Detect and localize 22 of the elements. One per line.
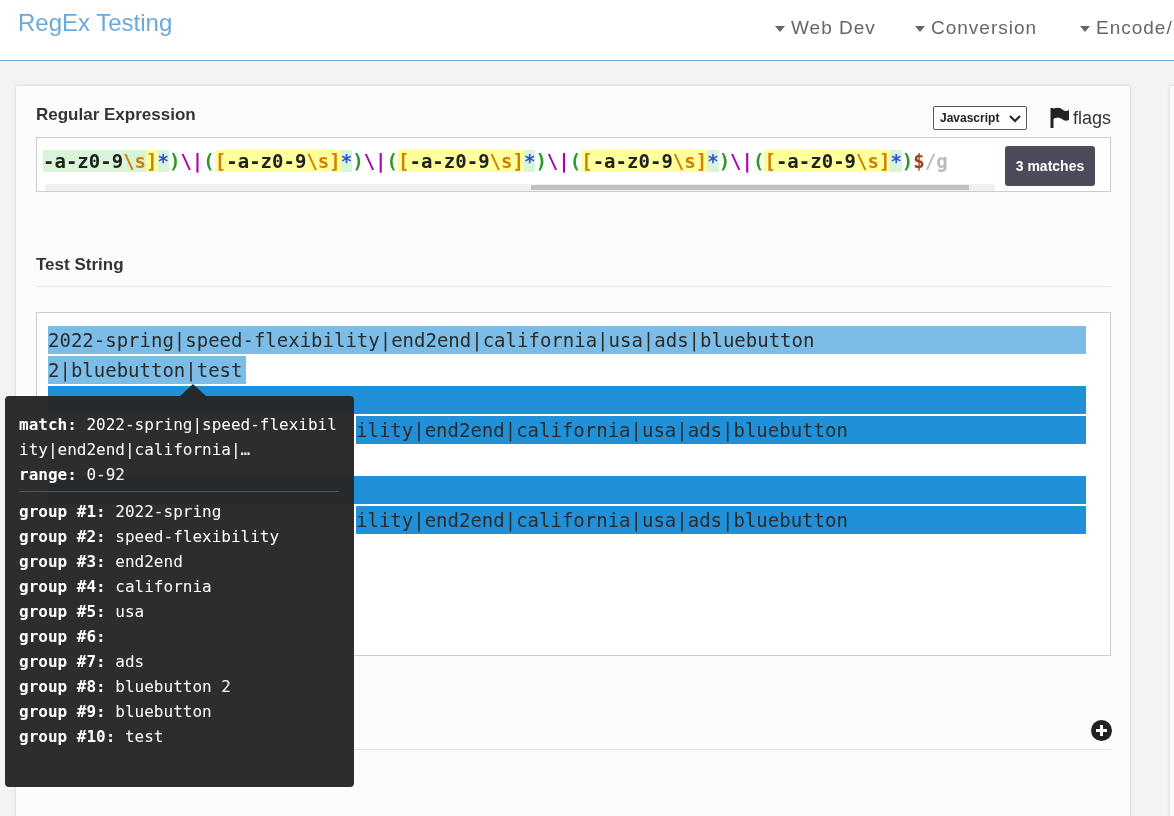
match-count-button: 3 matches — [1005, 146, 1095, 186]
tooltip-text: match: 2022-spring|speed-flexibility|end2end|california|… — [19, 414, 338, 461]
tooltip-text: group #4: california — [19, 576, 213, 598]
language-select: Javascript — [933, 106, 1027, 130]
page-title: RegEx Testing — [18, 9, 173, 37]
tooltip-text: group #1: 2022-spring — [19, 501, 223, 523]
tooltip-text: group #9: bluebutton — [19, 701, 213, 723]
nav-menu-link: Encode/ — [1080, 17, 1173, 39]
nav-menu-link: Web Dev — [775, 17, 876, 39]
tooltip-text: group #5: usa — [19, 601, 146, 623]
regex-pattern: -a-z0-9\s]*)\|([-a-z0-9\s]*)\|([-a-z0-9\s]*)\|([-a-z0-9\s]*)\|([-a-z0-9\s]*)$/g — [43, 149, 949, 174]
section-heading: Test String — [36, 255, 124, 275]
section-heading: Regular Expression — [36, 105, 196, 125]
tooltip-text: group #8: bluebutton 2 — [19, 676, 232, 698]
tooltip-text: group #10: test — [19, 726, 165, 748]
tooltip-text: group #3: end2end — [19, 551, 184, 573]
tooltip-text: range: 0-92 — [19, 464, 126, 486]
tooltip-text: group #6: — [19, 626, 107, 648]
flags-label: flags — [1073, 108, 1112, 129]
tooltip-text: group #2: speed-flexibility — [19, 526, 281, 548]
nav-menu-link: Conversion — [915, 17, 1038, 39]
tooltip-text: group #7: ads — [19, 651, 146, 673]
